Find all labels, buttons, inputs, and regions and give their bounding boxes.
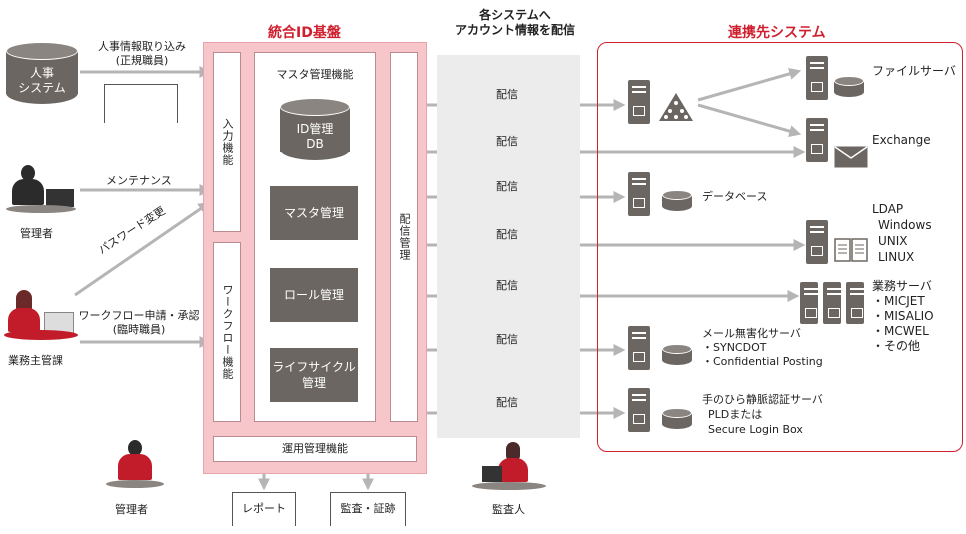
ldap-line-4: LINUX [878, 250, 915, 264]
ldap-label: LDAP Windows UNIX LINUX [872, 201, 932, 265]
business-manager-person-icon [4, 290, 78, 342]
business-server-icon-3 [846, 282, 864, 324]
db-server-icon [628, 172, 650, 216]
business-server-line-1: 業務サーバ [872, 279, 932, 293]
auditor-label: 監査人 [492, 503, 525, 516]
business-manager-label: 業務主管課 [8, 354, 63, 367]
ops-function-box: 運用管理機能 [213, 436, 417, 462]
delivery-label-7: 配信 [496, 396, 518, 409]
delivery-management-box: 配信管理 [390, 52, 418, 422]
business-server-line-2: ・MICJET [872, 294, 925, 308]
palm-disk-icon [662, 408, 692, 434]
workflow-request-line2: (臨時職員) [112, 323, 166, 336]
exchange-server-icon [806, 118, 828, 162]
palm-server-label: 手のひら静脈認証サーバ PLDまたは Secure Login Box [702, 392, 823, 437]
ldap-line-3: UNIX [878, 234, 908, 248]
db-disk-icon [662, 190, 692, 216]
report-document: レポート [232, 492, 296, 526]
hr-system-cylinder: 人事 システム [6, 42, 78, 104]
delivery-label-5: 配信 [496, 279, 518, 292]
admin-person-icon [6, 165, 76, 215]
mail-server-line-1: メール無害化サーバ [702, 327, 801, 340]
file-disk-icon [834, 76, 864, 102]
admin-red-person-icon [98, 440, 172, 490]
distribution-header: 各システムへ アカウント情報を配信 [430, 8, 600, 38]
maintenance-label: メンテナンス [106, 174, 172, 187]
role-management-box: ロール管理 [270, 268, 358, 322]
palm-server-line-3: Secure Login Box [708, 423, 803, 436]
palm-server-icon [628, 388, 650, 432]
ldap-server-icon [806, 220, 828, 264]
palm-server-line-2: PLDまたは [708, 408, 763, 421]
business-server-label: 業務サーバ ・MICJET ・MISALIO ・MCWEL ・その他 [872, 279, 934, 354]
ldap-line-1: LDAP [872, 202, 904, 216]
hr-system-label: 人事 システム [18, 66, 66, 95]
master-function-label: マスタ管理機能 [276, 68, 354, 81]
delivery-management-label: 配信管理 [398, 213, 411, 261]
id-db-label: ID管理 DB [296, 122, 334, 151]
hr-import-line1: 人事情報取り込み [98, 40, 186, 53]
delivery-label-3: 配信 [496, 180, 518, 193]
delivery-label-6: 配信 [496, 333, 518, 346]
business-server-icon-2 [823, 282, 841, 324]
lifecycle-management-box: ライフサイクル 管理 [270, 348, 358, 402]
input-function-label: 入力機能 [221, 118, 234, 166]
linked-systems-title: 連携先システム [728, 25, 826, 41]
network-triangle-icon [659, 93, 693, 121]
file-server-label: ファイルサーバ [872, 64, 956, 78]
database-label: データベース [702, 190, 768, 203]
distribution-header-line2: アカウント情報を配信 [454, 23, 575, 37]
workflow-function-box: ワークフロー機能 [213, 242, 241, 422]
business-server-line-4: ・MCWEL [872, 324, 929, 338]
delivery-label-1: 配信 [496, 88, 518, 101]
input-function-box: 入力機能 [213, 52, 241, 232]
mail-server-icon [628, 326, 650, 370]
linked-systems-frame [597, 42, 963, 452]
palm-server-line-1: 手のひら静脈認証サーバ [702, 393, 823, 406]
server-icon [628, 80, 650, 124]
exchange-label: Exchange [872, 133, 931, 147]
distribution-header-line1: 各システムへ [479, 8, 551, 22]
core-platform-title: 統合ID基盤 [268, 25, 341, 41]
business-server-line-5: ・その他 [872, 339, 921, 353]
hr-import-label: 人事情報取り込み (正規職員) [82, 40, 202, 68]
delivery-label-2: 配信 [496, 135, 518, 148]
ldap-line-2: Windows [878, 218, 932, 232]
mail-server-line-3: ・Confidential Posting [702, 355, 823, 368]
workflow-function-label: ワークフロー機能 [221, 284, 234, 380]
admin-label-2: 管理者 [115, 503, 148, 516]
mail-disk-icon [662, 344, 692, 370]
mail-server-line-2: ・SYNCDOT [702, 341, 767, 354]
document-icon [104, 84, 178, 123]
distribution-column [437, 55, 580, 438]
audit-document: 監査・証跡 [330, 492, 406, 526]
business-server-line-3: ・MISALIO [872, 309, 934, 323]
workflow-request-line1: ワークフロー申請・承認 [78, 309, 200, 322]
admin-label-1: 管理者 [20, 227, 53, 240]
id-db-cylinder: ID管理 DB [280, 98, 350, 160]
hr-import-line2: (正規職員) [115, 54, 169, 67]
master-management-box: マスタ管理 [270, 186, 358, 240]
mail-server-label: メール無害化サーバ ・SYNCDOT ・Confidential Posting [702, 327, 823, 369]
mail-icon [834, 146, 868, 168]
auditor-person-icon [472, 442, 546, 492]
delivery-label-4: 配信 [496, 228, 518, 241]
directory-book-icon [834, 238, 868, 262]
workflow-request-label: ワークフロー申請・承認 (臨時職員) [78, 309, 200, 337]
business-server-icon-1 [800, 282, 818, 324]
file-server-icon [806, 56, 828, 100]
